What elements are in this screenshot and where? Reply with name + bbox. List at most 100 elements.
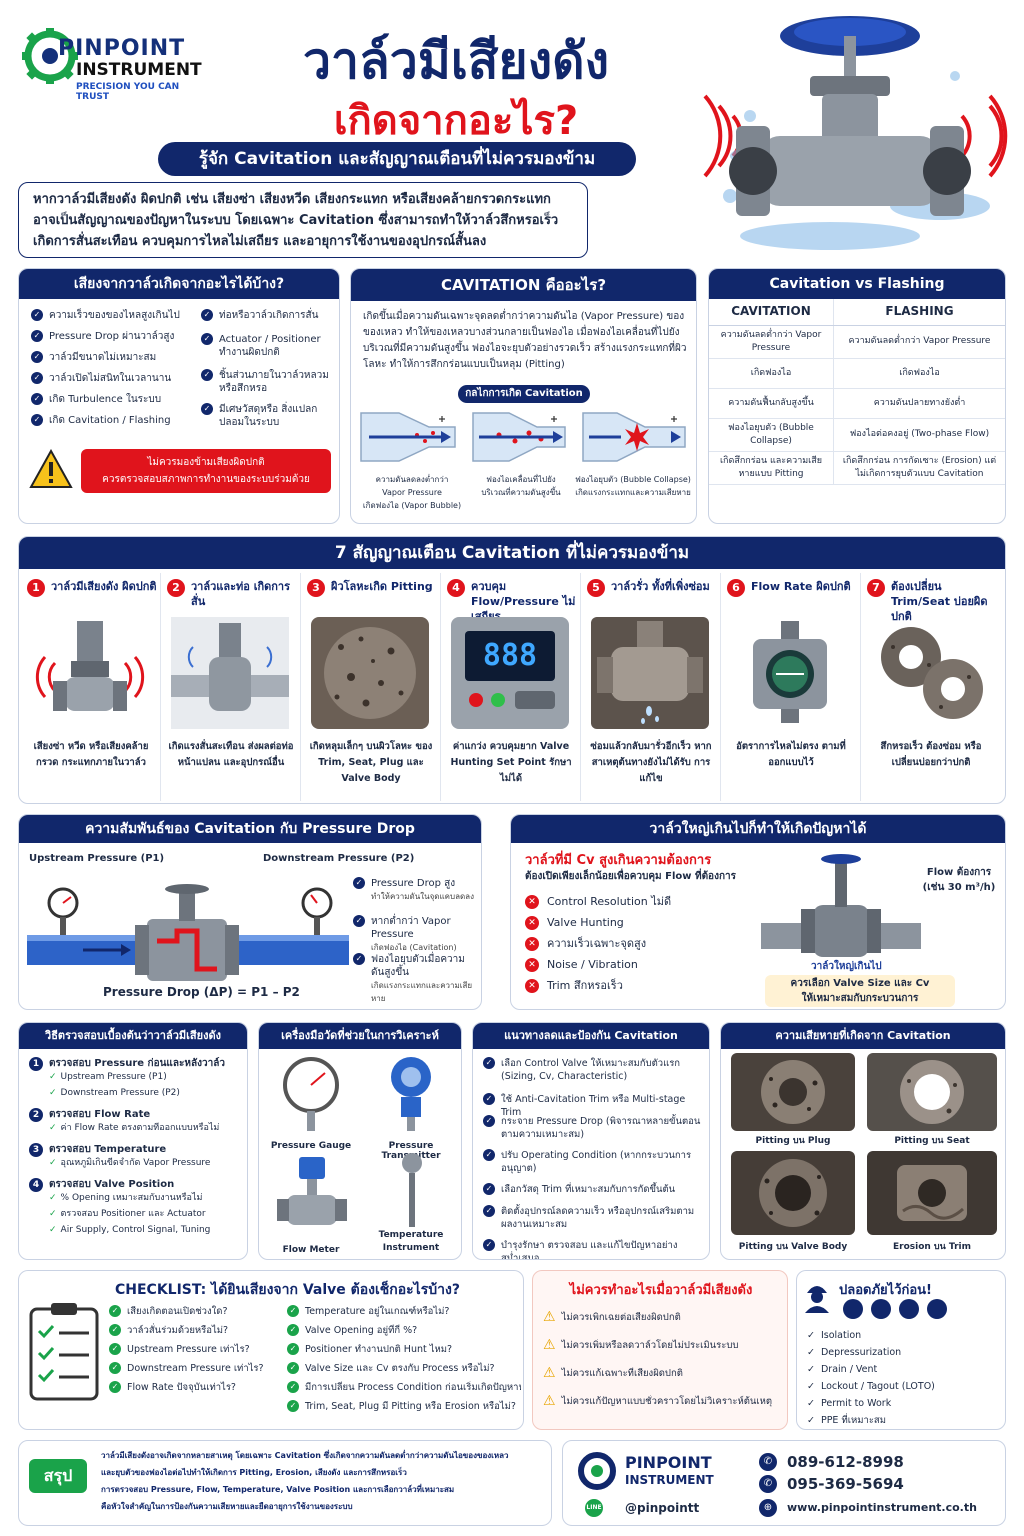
leaking-valve-icon (591, 617, 709, 729)
list-item: ✓เลือก Control Valve ให้เหมาะสมกับตัวแรก… (483, 1057, 705, 1093)
sign-title: ผิวโลหะเกิด Pitting (331, 580, 433, 593)
sign-card-7: 7 ต้องเปลี่ยน Trim/Seat บ่อยผิดปกติ สึกห… (861, 573, 1005, 801)
oversized-valve-illustration (761, 854, 921, 957)
list-item: ✓Isolation (807, 1330, 862, 1341)
inspection-panel: วิธีตรวจสอบเบื้องต้นว่าวาล์วมีเสียงดัง 1… (18, 1022, 248, 1260)
check-icon: ✓ (287, 1305, 299, 1317)
contact-brand-line2: INSTRUMENT (625, 1473, 714, 1487)
pressure-drop-panel: ความสัมพันธ์ของ Cavitation กับ Pressure … (18, 814, 482, 1010)
flow-meter-icon (277, 1157, 347, 1225)
summary-label: สรุป (29, 1459, 87, 1493)
warning-message: ไม่ควรมองข้ามเสียงผิดปกติ ควรตรวจสอบสภาพ… (81, 449, 331, 493)
sign-description: เกิดหลุมเล็กๆ บนผิวโลหะ ของ Trim, Seat, … (309, 741, 433, 784)
pressure-drop-diagram (27, 884, 349, 981)
list-item: ✓ชิ้นส่วนภายในวาล์วหลวม หรือสึกหรอ (201, 369, 335, 403)
list-item: ✕ความเร็วเฉพาะจุดสูง (525, 937, 745, 958)
list-item: ✓Permit to Work (807, 1398, 892, 1409)
damage-label: Erosion บน Trim (893, 1242, 971, 1252)
tool-label: Pressure Gauge (270, 1141, 352, 1151)
sign-title: วาล์วและท่อ เกิดการสั่น (191, 580, 291, 608)
oversize-problem-list: ✕Control Resolution ไม่ดี ✕Valve Hunting… (525, 895, 745, 1000)
helmet-icon (843, 1299, 863, 1319)
oversize-subline: ต้องเปิดเพียงเล็กน้อยเพื่อควบคุม Flow ที… (525, 871, 736, 882)
list-item: ✓ปรับ Operating Condition (หากกระบวนการอ… (483, 1149, 705, 1183)
sign-number: 7 (867, 579, 885, 597)
list-item: ✓เกิด Turbulence ในระบบ (31, 393, 189, 414)
check-icon: ✓ (109, 1381, 121, 1393)
cavitation-vs-flashing-panel: Cavitation vs Flashing CAVITATION FLASHI… (708, 268, 1006, 524)
check-icon: ✓ (109, 1305, 121, 1317)
ok-light-icon (491, 693, 505, 707)
check-icon: ✓ (353, 915, 365, 927)
list-item: ✓Flow Rate ปัจจุบันเท่าไร? (109, 1381, 287, 1400)
warning-icon: ⚠ (543, 1311, 556, 1325)
dont-list: ⚠ไม่ควรเพิกเฉยต่อเสียงผิดปกติ ⚠ไม่ควรเพิ… (543, 1311, 783, 1423)
oversized-valve-panel: วาล์วใหญ่เกินไปก็ทำให้เกิดปัญหาได้ วาล์ว… (510, 814, 1006, 1010)
oversized-valve-label: วาล์วใหญ่เกินไป (811, 961, 882, 972)
boots-icon (927, 1299, 947, 1319)
goggles-icon (871, 1299, 891, 1319)
list-item: ✓ท่อหรือวาล์วเกิดการสั่น (201, 309, 335, 333)
check-icon: ✓ (483, 1093, 495, 1105)
pitting-plug-photo (731, 1053, 855, 1131)
damage-label: Pitting บน Seat (894, 1136, 970, 1146)
check-icon: ✓ (31, 372, 43, 384)
contact-brand-line1: PINPOINT (625, 1453, 712, 1472)
warning-icon: ⚠ (543, 1339, 556, 1353)
check-icon: ✓ (31, 351, 43, 363)
list-item: ✕Noise / Vibration (525, 958, 745, 979)
controller-display-icon: 888 (451, 617, 569, 729)
sign-card-4: 4 ควบคุม Flow/Pressure ไม่เสถียร 888 ค่า… (441, 573, 581, 801)
check-icon: ✓ (109, 1362, 121, 1374)
list-item: ✓กระจาย Pressure Drop (พิจารณาหลายขั้นตอ… (483, 1115, 705, 1149)
list-item: ✓Valve Opening อยู่ที่กี่ %? (287, 1324, 521, 1343)
table-header-row: CAVITATION FLASHING (709, 299, 1005, 326)
list-item: ✓มีเศษวัสดุหรือ สิ่งแปลกปลอมในระบบ (201, 403, 335, 433)
list-item: ✓Drain / Vent (807, 1364, 878, 1375)
website-link[interactable]: www.pinpointinstrument.co.th (787, 1501, 977, 1514)
pressure-transmitter-icon (391, 1057, 431, 1131)
table-row: ฟองไอยุบตัว (Bubble Collapse)ฟองไอต่อคงอ… (709, 418, 1005, 452)
checklist-right: ✓Temperature อยู่ในเกณฑ์หรือไม่? ✓Valve … (287, 1305, 521, 1419)
check-icon: ✓ (483, 1115, 495, 1127)
x-icon: ✕ (525, 916, 539, 930)
phone-number-1[interactable]: 089-612-8998 (787, 1453, 904, 1471)
x-icon: ✕ (525, 958, 539, 972)
table-row: เกิดฟองไอเกิดฟองไอ (709, 358, 1005, 389)
oversize-advice: ควรเลือก Valve Size และ Cv ให้เหมาะสมกับ… (765, 975, 955, 1007)
controller-readout: 888 (465, 631, 555, 681)
phone-number-2[interactable]: 095-369-5694 (787, 1475, 904, 1493)
check-icon: ✓ (201, 369, 213, 381)
sign-number: 1 (27, 579, 45, 597)
donts-panel: ไม่ควรทำอะไรเมื่อวาล์วมีเสียงดัง ⚠ไม่ควร… (532, 1270, 788, 1430)
line-id[interactable]: @pinpointt (625, 1501, 700, 1515)
mechanism-label: กลไกการเกิด Cavitation (458, 385, 590, 403)
list-item: ✕Control Resolution ไม่ดี (525, 895, 745, 916)
list-item: ✓Valve Size และ Cv ตรงกับ Process หรือไม… (287, 1362, 521, 1381)
list-item: ✓ใช้ Anti-Cavitation Trim หรือ Multi-sta… (483, 1093, 705, 1118)
pitting-seat-photo (867, 1053, 997, 1131)
summary-text: วาล์วมีเสียงดังอาจเกิดจากหลายสาเหตุ โดยเ… (101, 1451, 509, 1511)
mechanism-step-3: ฟองไอยุบตัว (Bubble Collapse) เกิดแรงกระ… (575, 475, 691, 497)
summary-panel: สรุป วาล์วมีเสียงดังอาจเกิดจากหลายสาเหตุ… (18, 1440, 552, 1526)
check-icon: ✓ (287, 1324, 299, 1336)
prevention-list: ✓เลือก Control Valve ให้เหมาะสมกับตัวแรก… (483, 1057, 705, 1259)
pressure-gauge-icon (283, 1057, 339, 1131)
brand-tagline: PRECISION YOU CAN TRUST (76, 82, 180, 102)
sign-description: ซ่อมแล้วกลับมารั่วอีกเร็ว หากสาเหตุต้นทา… (590, 741, 712, 784)
sign-description: อัตราการไหลไม่ตรง ตามที่ออกแบบไว้ (736, 741, 846, 768)
pressure-drop-title: ความสัมพันธ์ของ Cavitation กับ Pressure … (19, 815, 481, 843)
sign-title: วาล์วรั่ว ทั้งที่เพิ่งซ่อม (611, 580, 710, 593)
noisy-valve-icon (35, 621, 145, 711)
check-icon: ✓ (109, 1324, 121, 1336)
column-header: FLASHING (833, 299, 1005, 326)
check-icon: ✓ (483, 1239, 495, 1251)
warning-triangle-icon (29, 449, 73, 488)
mechanism-step-2: ฟองไอเคลื่อนที่ไปยัง บริเวณที่ความดันสูง… (481, 475, 561, 497)
cavitation-mechanism-diagram (360, 412, 686, 462)
temperature-instrument-icon (402, 1153, 422, 1227)
list-item: ✓บำรุงรักษา ตรวจสอบ และแก้ไขปัญหาอย่างสม… (483, 1239, 705, 1259)
